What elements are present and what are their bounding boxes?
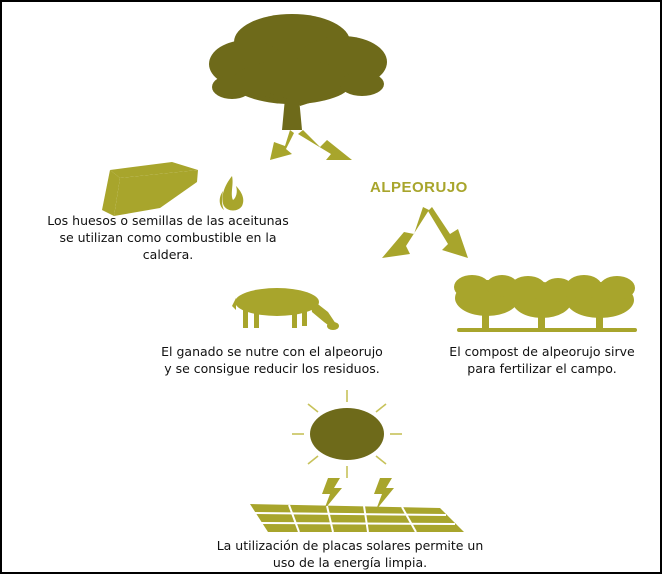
arrow-hub-right [428, 207, 468, 258]
flame-icon [219, 176, 244, 211]
solar-panel-icon [250, 504, 464, 533]
hub-label: ALPEORUJO [370, 179, 468, 196]
fuel-chute-icon [102, 162, 198, 216]
olive-tree-icon [209, 14, 387, 130]
arrow-tree-left [270, 130, 294, 160]
sheep-icon [232, 288, 339, 330]
caption-compost: El compost de alpeorujo sirve para ferti… [449, 344, 635, 376]
caption-ganado: El ganado se nutre con el alpeorujo y se… [161, 344, 383, 376]
olive-grove-icon [454, 275, 637, 332]
sun-icon [292, 390, 402, 478]
caption-solar: La utilización de placas solares permite… [216, 538, 484, 570]
arrow-tree-right [298, 130, 352, 160]
lightning-icon [322, 478, 394, 510]
caption-combustible: Los huesos o semillas de las aceitunas s… [47, 213, 289, 262]
arrow-hub-left [382, 207, 429, 258]
